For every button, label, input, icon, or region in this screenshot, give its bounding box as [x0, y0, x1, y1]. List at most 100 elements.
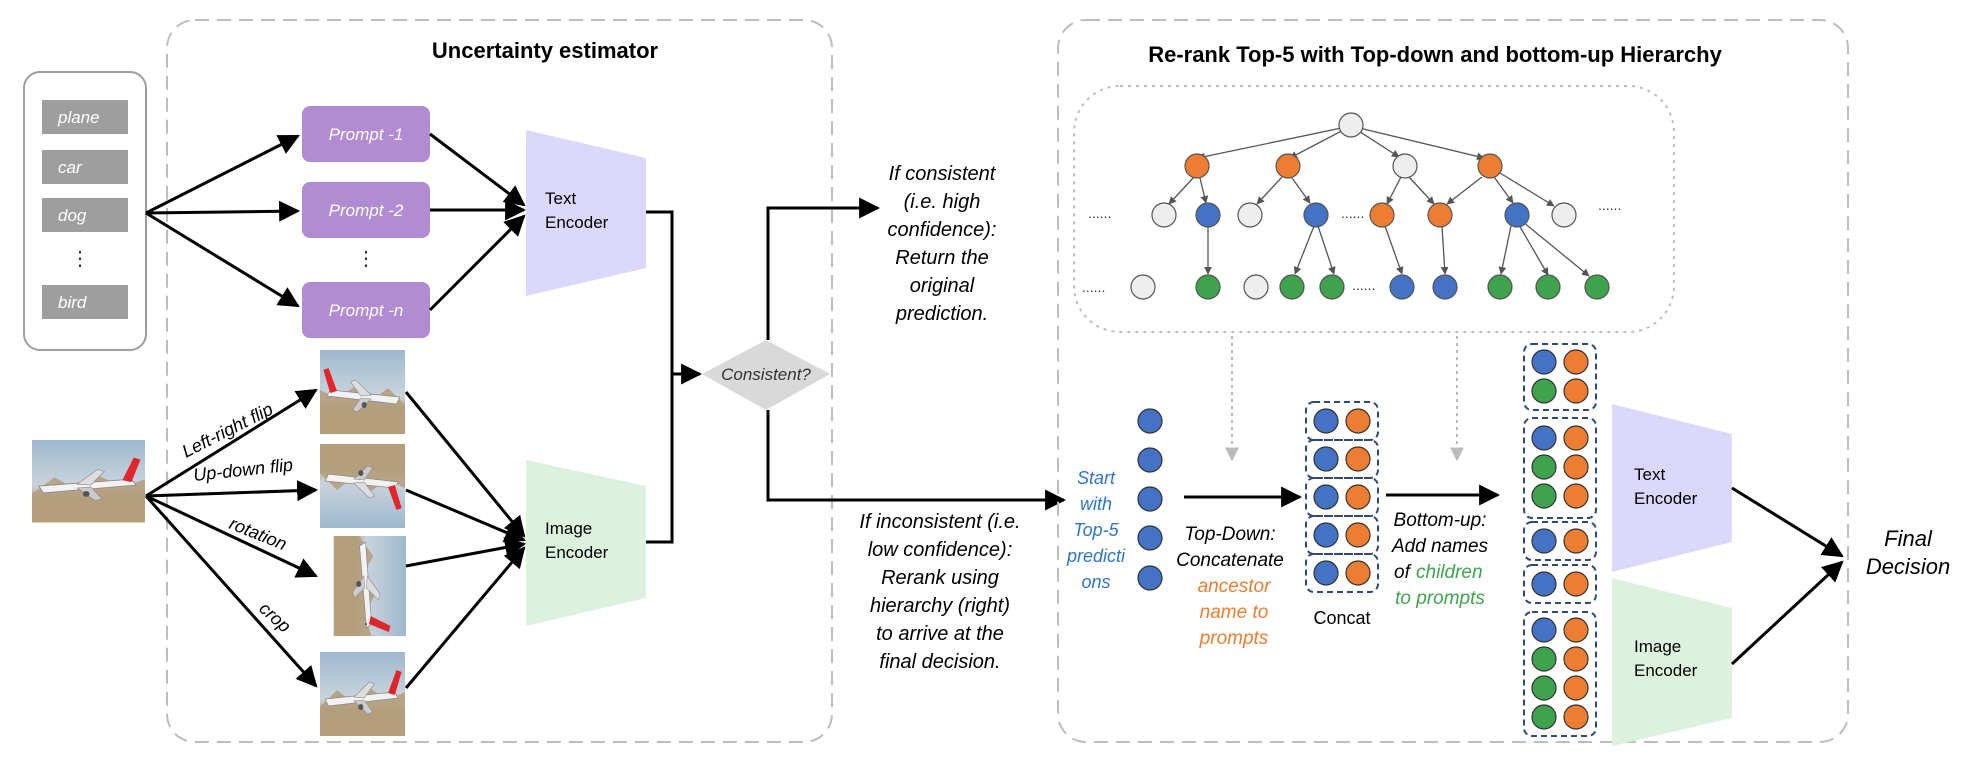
prompt-label: Prompt -1: [329, 125, 404, 144]
class-item-label: car: [58, 158, 83, 177]
prompt-ellipsis: ⋮: [356, 248, 376, 270]
inconsistent-note-line: hierarchy (right): [870, 595, 1010, 617]
start-note: Start with Top-5 predicti ons: [1066, 468, 1126, 592]
final-decision-label: Final: [1884, 526, 1933, 551]
prediction-node: [1137, 408, 1163, 434]
hierarchy-tree-box: [1073, 85, 1675, 333]
augmentation-label: Left-right flip: [179, 399, 276, 462]
topdown-note-line: Top-Down:: [1184, 524, 1275, 545]
tree-ellipsis: ......: [1352, 277, 1375, 293]
uncertainty-estimator-title: Uncertainty estimator: [432, 38, 659, 63]
prompt-list: Prompt -1 Prompt -2 ⋮ Prompt -n: [302, 106, 430, 338]
concat-node: [1313, 484, 1339, 510]
topdown-note-line: Concatenate: [1176, 550, 1284, 571]
prompt-box: [302, 282, 430, 338]
bottomup-note-highlight: to prompts: [1395, 588, 1485, 609]
bottomup-note-highlight: children: [1416, 562, 1483, 583]
tree-node: [1319, 274, 1345, 300]
bottomup-node: [1563, 675, 1589, 701]
tree-node: [1237, 202, 1263, 228]
class-item-label: bird: [58, 293, 87, 312]
encoder-to-decision-arrows: [646, 210, 703, 544]
concat-groups: [1305, 401, 1379, 593]
consistent-note-line: If consistent: [889, 163, 997, 185]
topdown-note-highlight: name to: [1200, 602, 1269, 623]
prompt-to-encoder-arrows: [428, 132, 527, 312]
image-encoder-right: [1612, 578, 1732, 746]
input-image: [31, 439, 146, 523]
concat-group: [1305, 401, 1379, 441]
bottomup-group: [1523, 564, 1597, 604]
class-ellipsis: ⋮: [70, 248, 90, 270]
bottomup-node: [1531, 483, 1557, 509]
image-encoder-left-label: Encoder: [545, 543, 609, 562]
tree-to-pipeline-arrows: [1225, 336, 1464, 462]
tree-edges: [1168, 125, 1590, 277]
concat-group: [1305, 553, 1379, 593]
bottomup-group: [1523, 417, 1597, 519]
bottomup-node: [1563, 571, 1589, 597]
tree-node: [1243, 274, 1269, 300]
prompt-label: Prompt -2: [329, 201, 404, 220]
inconsistent-note: If inconsistent (i.e. low confidence): R…: [859, 511, 1020, 673]
bottomup-node: [1531, 617, 1557, 643]
tree-node: [1184, 153, 1210, 179]
class-item: [42, 150, 128, 184]
augmentation-to-encoder-arrows: [404, 391, 527, 689]
prediction-node: [1137, 565, 1163, 591]
tree-node: [1275, 153, 1301, 179]
consistency-decision: [702, 340, 830, 410]
class-item: [42, 285, 128, 319]
consistent-note-line: confidence):: [888, 219, 997, 241]
topdown-note-highlight: ancestor: [1198, 576, 1272, 597]
concat-node: [1313, 446, 1339, 472]
tree-node: [1487, 274, 1513, 300]
inconsistent-note-line: low confidence):: [868, 539, 1013, 561]
image-encoder-right-label: Image: [1634, 637, 1681, 656]
consistent-note: If consistent (i.e. high confidence): Re…: [888, 163, 997, 325]
tree-node: [1584, 274, 1610, 300]
bottomup-group: [1523, 521, 1597, 561]
bottomup-node: [1563, 704, 1589, 730]
bottomup-node: [1563, 378, 1589, 404]
bottomup-node: [1563, 454, 1589, 480]
bottomup-note-line: Bottom-up:: [1394, 510, 1487, 531]
topdown-note: Top-Down: Concatenate ancestor name to p…: [1176, 524, 1284, 649]
bottomup-node: [1531, 378, 1557, 404]
bottomup-node: [1563, 528, 1589, 554]
prediction-node: [1137, 486, 1163, 512]
bottomup-node: [1531, 571, 1557, 597]
tree-node: [1551, 202, 1577, 228]
decision-branch-arrows: [766, 197, 1067, 511]
consistent-note-line: original: [910, 275, 975, 297]
tree-ellipsis: ......: [1341, 205, 1364, 221]
prompt-box: [302, 106, 430, 162]
hierarchy-tree: ...... ...... ...... ...... ......: [1082, 112, 1621, 300]
bottomup-note-line: Add names: [1391, 536, 1489, 557]
start-note-line: Start: [1077, 468, 1116, 488]
class-item-label: dog: [58, 206, 87, 225]
inconsistent-note-line: final decision.: [879, 651, 1000, 673]
image-encoder-left-label: Image: [545, 519, 592, 538]
bottomup-note-line: of: [1394, 562, 1412, 583]
inconsistent-note-line: Rerank using: [881, 567, 999, 589]
tree-node: [1195, 274, 1221, 300]
rerank-title: Re-rank Top-5 with Top-down and bottom-u…: [1148, 42, 1722, 67]
tree-node: [1477, 153, 1503, 179]
concat-group: [1305, 477, 1379, 517]
class-item: [42, 100, 128, 134]
augmentation-label: crop: [255, 598, 294, 636]
class-list-box: [23, 71, 147, 351]
tree-node: [1535, 274, 1561, 300]
top5-predictions: [1137, 408, 1163, 591]
start-note-line: ons: [1081, 572, 1110, 592]
tree-node: [1369, 202, 1395, 228]
bottomup-node: [1531, 454, 1557, 480]
tree-node: [1504, 202, 1530, 228]
text-encoder-left-label: Encoder: [545, 213, 609, 232]
bottomup-node: [1531, 349, 1557, 375]
tree-node: [1151, 202, 1177, 228]
concat-label: Concat: [1313, 608, 1370, 628]
tree-ellipsis: ......: [1082, 279, 1105, 295]
